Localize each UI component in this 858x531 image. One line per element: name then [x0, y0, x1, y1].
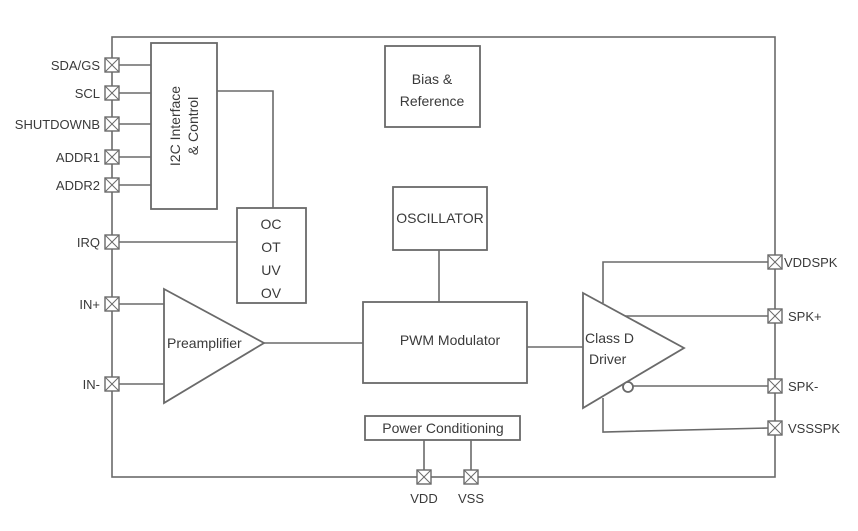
pin-label-in-minus: IN- — [83, 377, 100, 392]
bias-label-line2: Reference — [400, 93, 465, 109]
pin-label-sda-gs: SDA/GS — [51, 58, 100, 73]
i2c-to-fault-wire — [217, 90, 274, 208]
pin-addr1: ADDR1 — [56, 149, 120, 165]
pin-in-plus: IN+ — [79, 296, 120, 312]
pin-shutdownb: SHUTDOWNB — [15, 116, 120, 132]
fault-uv: UV — [261, 262, 281, 278]
pin-label-shutdownb: SHUTDOWNB — [15, 117, 100, 132]
pin-sda-gs: SDA/GS — [51, 57, 120, 73]
power-label: Power Conditioning — [382, 420, 503, 436]
pin-vddspk: VDDSPK — [767, 254, 838, 270]
pin-label-in-plus: IN+ — [79, 297, 100, 312]
fault-ot: OT — [261, 239, 281, 255]
classd-label-line2: Driver — [589, 351, 627, 367]
pin-irq: IRQ — [77, 234, 120, 250]
pin-spk-minus: SPK- — [767, 378, 818, 394]
pwm-label: PWM Modulator — [400, 332, 501, 348]
i2c-label-line2: & Control — [185, 97, 201, 155]
classd-label-line1: Class D — [585, 330, 634, 346]
pin-label-vdd: VDD — [410, 491, 437, 506]
oscillator-label: OSCILLATOR — [396, 210, 483, 226]
pin-addr2: ADDR2 — [56, 177, 120, 193]
bias-reference-block: Bias & Reference — [384, 45, 481, 128]
pin-label-spk-minus: SPK- — [788, 379, 818, 394]
inverting-bubble-icon — [622, 381, 634, 393]
pin-in-minus: IN- — [83, 376, 120, 392]
fault-block: OC OT UV OV — [236, 207, 307, 304]
preamplifier-label: Preamplifier — [167, 335, 242, 351]
wire-vddspk — [602, 261, 768, 303]
pin-scl: SCL — [75, 85, 120, 101]
fault-ov: OV — [261, 285, 282, 301]
pin-vss: VSS — [458, 469, 484, 506]
pin-label-addr1: ADDR1 — [56, 150, 100, 165]
power-conditioning-block: Power Conditioning — [364, 415, 521, 441]
bias-label-line1: Bias & — [412, 71, 453, 87]
wire-vssspk — [602, 398, 769, 433]
i2c-label-line1: I2C Interface — [167, 86, 183, 166]
fault-oc: OC — [261, 216, 282, 232]
pin-label-irq: IRQ — [77, 235, 100, 250]
pin-spk-plus: SPK+ — [767, 308, 822, 324]
pin-label-scl: SCL — [75, 86, 100, 101]
pin-vssspk: VSSSPK — [767, 420, 840, 436]
class-d-driver-block: Class D Driver — [582, 291, 686, 410]
i2c-block: I2C Interface & Control — [150, 42, 218, 210]
pin-label-addr2: ADDR2 — [56, 178, 100, 193]
pin-label-vssspk: VSSSPK — [788, 421, 840, 436]
pin-label-spk-plus: SPK+ — [788, 309, 822, 324]
pwm-modulator-block: PWM Modulator — [362, 301, 528, 384]
preamplifier-block: Preamplifier — [163, 287, 266, 405]
pin-vdd: VDD — [410, 469, 438, 506]
pin-label-vss: VSS — [458, 491, 484, 506]
oscillator-block: OSCILLATOR — [392, 186, 488, 251]
pin-label-vddspk: VDDSPK — [784, 255, 838, 270]
